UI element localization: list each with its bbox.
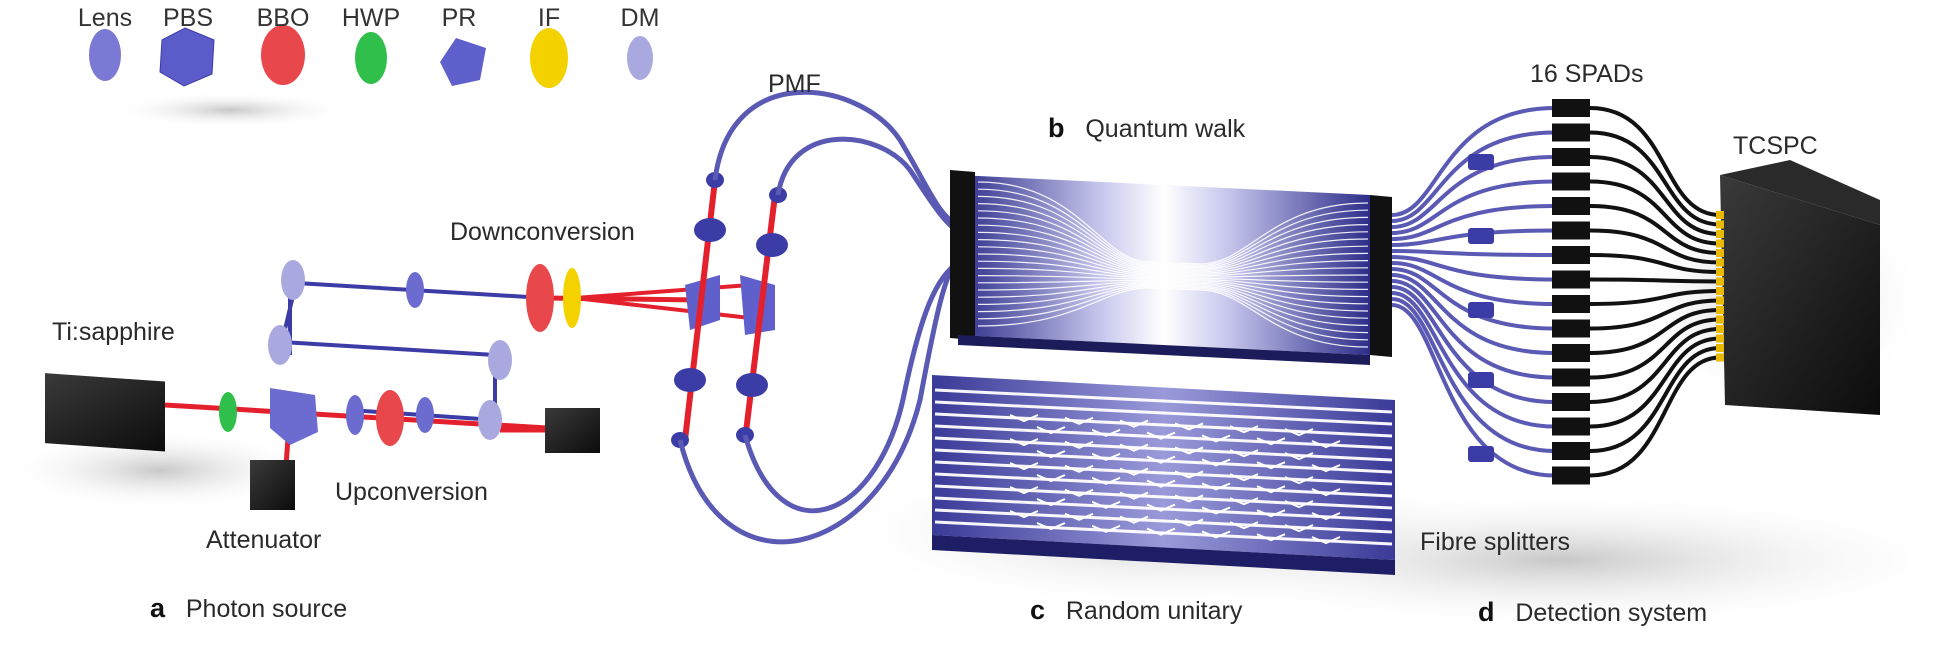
pr-icon [440,38,486,86]
panel-d-caption: d Detection system [1478,597,1707,628]
legend-label-if: IF [537,4,561,32]
fibre-connector [1716,344,1724,352]
legend-label-bbo: BBO [256,4,310,32]
fibre-connector [1716,277,1724,286]
fibre-splitter [1468,228,1494,244]
fibre-connector [1716,306,1724,314]
spad-detector [1552,393,1590,411]
fibre-connector [1716,239,1724,248]
pbs-icon [159,27,215,87]
fibre-connector [1716,334,1724,343]
spad-detector [1552,197,1590,215]
spad-detector [1552,319,1590,338]
legend-label-pbs: PBS [162,4,214,32]
fibre-splitter [1468,302,1494,318]
panel-b-caption: b Quantum walk [1048,113,1245,144]
fibre-connector [1716,268,1724,276]
label-pmf: PMF [768,70,821,98]
random-unitary-chip [932,375,1395,575]
hwp-icon [355,32,387,84]
fibre-connector [1716,249,1724,257]
fibre-connector [1716,287,1724,295]
fibre-splitter [1468,372,1494,388]
panel-a-title: Photon source [185,595,348,623]
photon-source-optics [45,260,775,510]
spad-detector [1552,466,1590,485]
lens-element [406,272,424,308]
if-icon [530,28,568,88]
legend-label-dm: DM [620,4,660,32]
label-fibre-splitters: Fibre splitters [1420,528,1571,556]
dm-icon [627,36,653,80]
fibre-connector [1716,353,1724,362]
dm-element [478,400,502,440]
spad-detector [1552,442,1590,460]
label-upconversion: Upconversion [335,478,488,506]
pmf-fibres [671,89,962,545]
lens-element [416,397,434,433]
fibre-splitter [1468,154,1494,170]
legend-label-pr: PR [441,4,477,32]
dm-element [268,325,292,365]
attenuator-box [250,460,295,510]
spad-detector [1552,221,1590,240]
dm-element [488,340,512,380]
label-tisapphire: Ti:sapphire [52,318,175,346]
quantum-walk-chip [950,170,1392,365]
label-attenuator: Attenuator [206,526,322,554]
legend-icons [89,25,653,88]
spad-detector [1552,270,1590,289]
spad-detector [1552,99,1590,117]
lens-icon [89,29,121,81]
spad-detector [1552,172,1590,191]
fibre-connector [1716,296,1724,305]
spad-detector [1552,246,1590,264]
panel-a-caption: a Photon source [150,593,347,624]
panel-c-caption: c Random unitary [1030,595,1242,626]
panel-a-letter: a [150,593,166,623]
dm-element [281,260,305,300]
if-element [563,268,581,328]
fibre-connector [1716,220,1724,229]
fibre-connector [1716,230,1724,238]
fibre-splitter [1468,446,1494,462]
ti-sapphire-laser [45,373,165,452]
bbo-element [376,390,404,446]
panel-b-title: Quantum walk [1085,115,1246,143]
bbo-element [526,264,554,332]
label-tcspc: TCSPC [1733,132,1818,160]
fibre-connector [1716,315,1724,324]
spad-detector [1552,417,1590,436]
panel-c-title: Random unitary [1065,597,1243,625]
fibre-connector [1716,258,1724,267]
spad-detector [1552,148,1590,166]
pbs-element [270,388,318,445]
panel-c-letter: c [1030,595,1046,625]
fibre-connector [1716,325,1724,333]
hwp-element [219,392,237,432]
panel-d-letter: d [1478,597,1495,627]
spad-detector [1552,368,1590,387]
detection-system [1391,99,1880,485]
spad-detector [1552,123,1590,142]
fibre-connector [1716,211,1724,219]
spad-detector [1552,295,1590,313]
legend-label-hwp: HWP [341,4,401,32]
panel-b-letter: b [1048,113,1065,143]
tcspc-box [1720,175,1880,415]
label-spads: 16 SPADs [1530,60,1644,88]
label-downconversion: Downconversion [450,218,635,246]
panel-d-title: Detection system [1515,599,1708,627]
lens-element [346,395,364,435]
spad-detector [1552,344,1590,362]
legend-label-lens: Lens [77,4,133,32]
bbo-icon [261,25,305,85]
beam-dump [545,408,600,453]
